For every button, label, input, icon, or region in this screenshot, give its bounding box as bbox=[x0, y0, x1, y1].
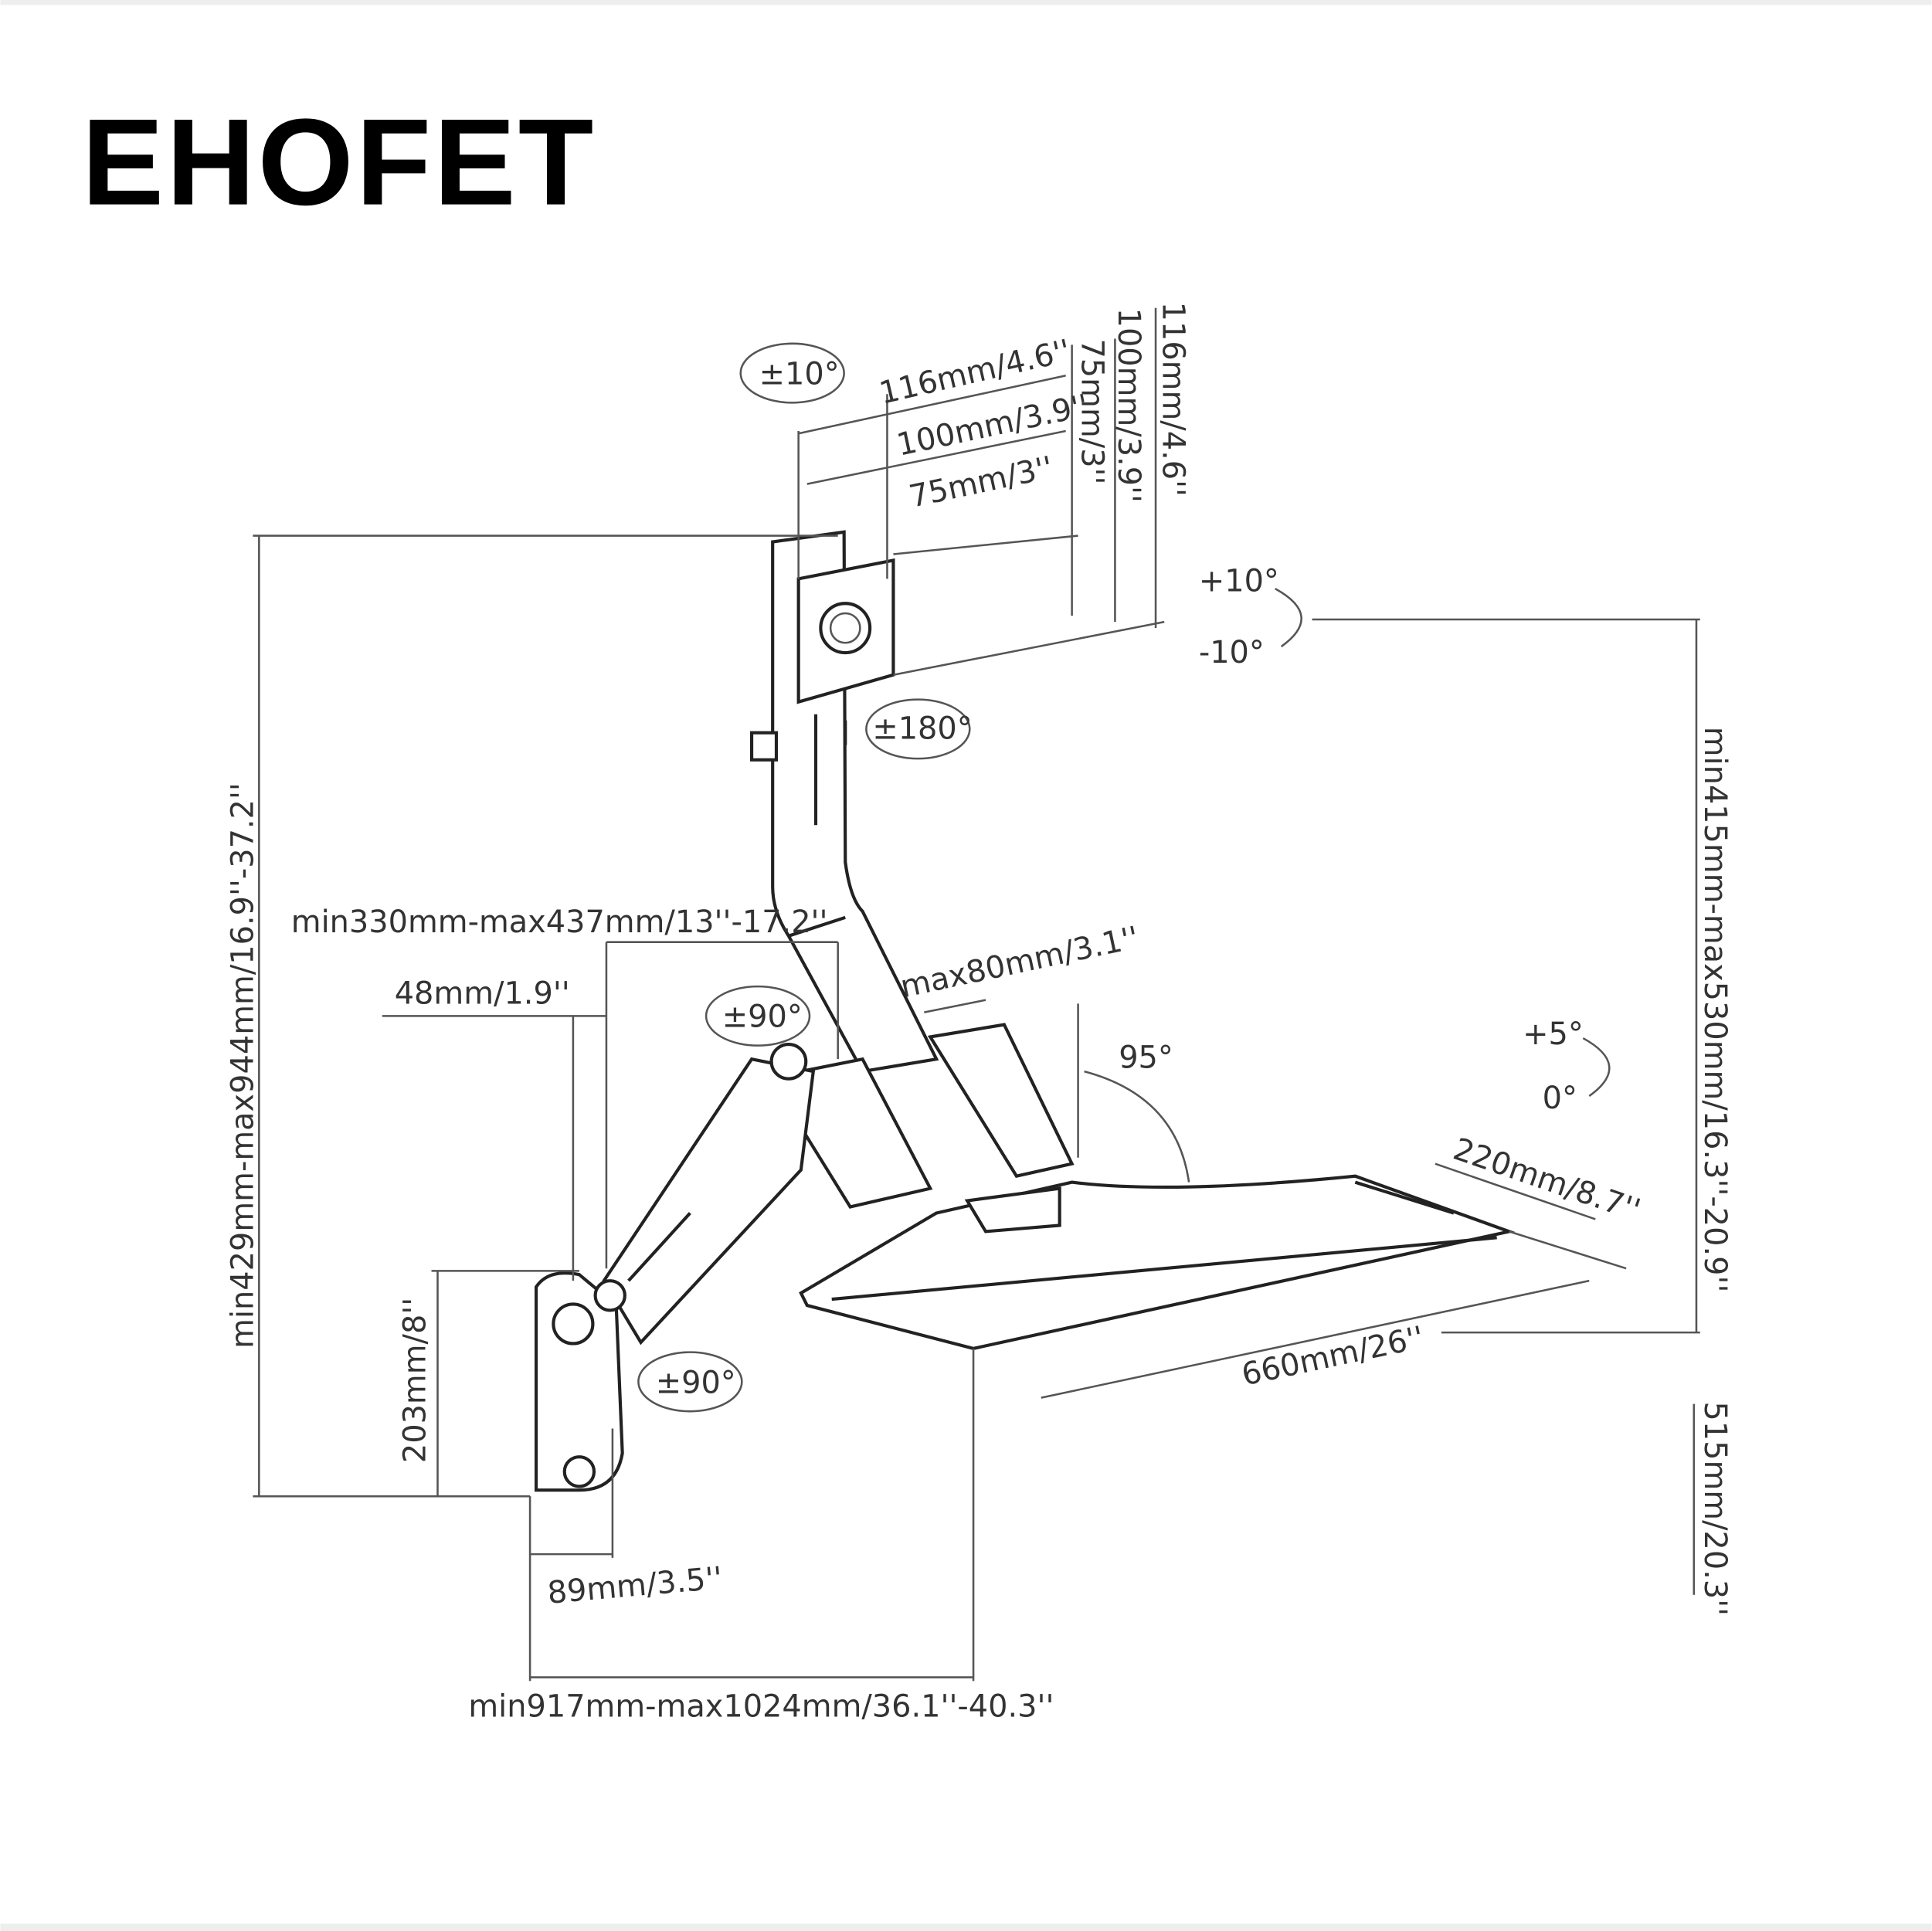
label-tray-tilt-up: +5° bbox=[1523, 1016, 1584, 1052]
label-overall-height: min429mm-max944mm/16.9''-37.2'' bbox=[225, 782, 260, 1349]
label-wall-offset: 48mm/1.9'' bbox=[395, 976, 570, 1011]
label-head-tilt: ±10° bbox=[759, 356, 840, 392]
label-vesa-v-116: 116mm/4.6'' bbox=[1156, 302, 1191, 497]
label-head-swivel: ±180° bbox=[872, 711, 972, 747]
label-tray-angle: 95° bbox=[1119, 1040, 1173, 1075]
label-tray-height: min415mm-max530mm/16.3''-20.9'' bbox=[1697, 727, 1733, 1293]
label-tilt-down: -10° bbox=[1199, 635, 1265, 670]
label-total-reach: min917mm-max1024mm/36.1''-40.3'' bbox=[468, 1689, 1054, 1725]
label-vesa-v-75: 75mm/3'' bbox=[1074, 338, 1109, 484]
label-column-depth: max80mm/3.1'' bbox=[898, 920, 1143, 1005]
brand-logo: EHOFET bbox=[82, 93, 596, 231]
label-vertical-travel: 515mm/20.3'' bbox=[1697, 1401, 1733, 1616]
label-wall-plate-height: 203mm/8'' bbox=[398, 1298, 433, 1463]
label-tray-depth: 220mm/8.7'' bbox=[1448, 1132, 1645, 1229]
label-tray-tilt-zero: 0° bbox=[1543, 1081, 1577, 1116]
label-vesa-v-100: 100mm/3.9'' bbox=[1111, 308, 1146, 503]
label-arm-reach: min330mm-max437mm/13''-17.2'' bbox=[291, 904, 828, 940]
label-wall-plate-width: 89mm/3.5'' bbox=[546, 1560, 724, 1611]
label-tilt-up: +10° bbox=[1199, 563, 1279, 599]
dimension-labels: ±10° 116mm/4.6'' 100mm/3.9'' 75mm/3'' 75… bbox=[225, 302, 1733, 1725]
label-arm-upper: ±90° bbox=[722, 999, 803, 1035]
dimension-lines bbox=[253, 307, 1700, 1682]
label-arm-lower: ±90° bbox=[656, 1365, 736, 1400]
label-tray-width: 660mm/26'' bbox=[1238, 1320, 1427, 1393]
product-drawing bbox=[534, 530, 1516, 1492]
